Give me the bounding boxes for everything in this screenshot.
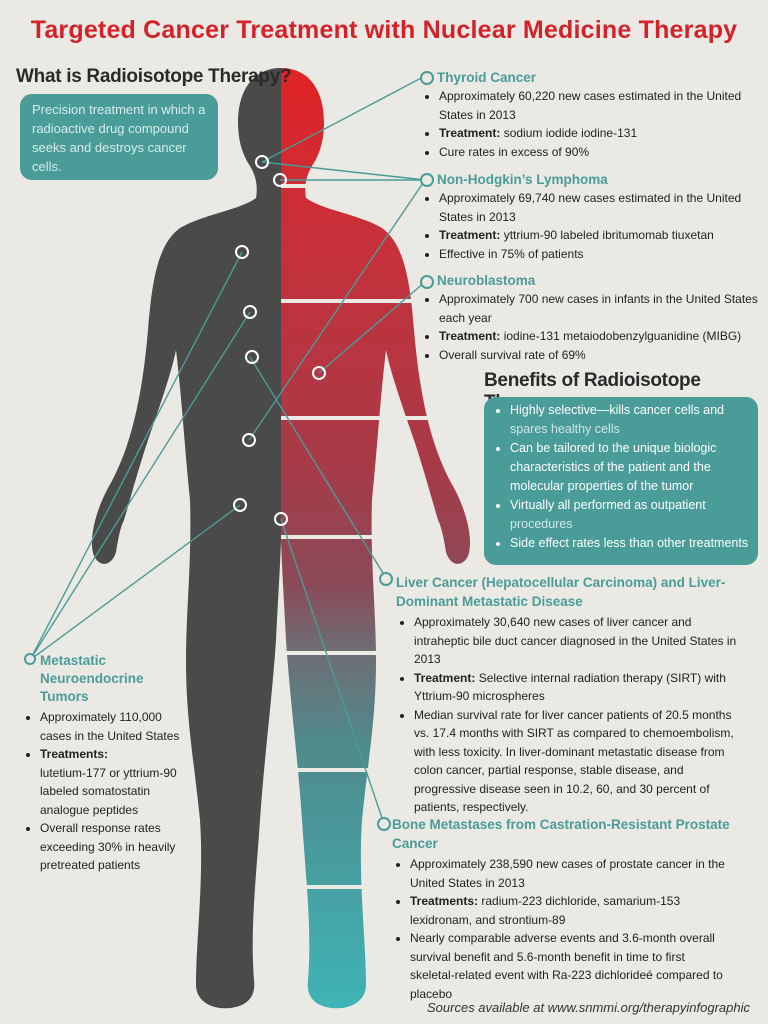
body-marker-rings <box>233 155 326 526</box>
lymphoma-section: Non-Hodgkin’s Lymphoma Approximately 69,… <box>421 172 761 263</box>
benefit-outpatient: Virtually all performed as outpatient pr… <box>510 496 750 534</box>
lymphoma-bullet-effective: Effective in 75% of patients <box>439 245 761 264</box>
thyroid-title: Thyroid Cancer <box>437 70 537 85</box>
benefits-box: Highly selective—kills cancer cells and … <box>484 397 758 565</box>
lymphoma-bullet-treatment: Treatment: yttrium-90 labeled ibritumoma… <box>439 226 761 245</box>
label-marker-rings <box>24 71 434 831</box>
benefit-tailored: Can be tailored to the unique biologic c… <box>510 439 750 496</box>
benefit-side-effects: Side effect rates less than other treatm… <box>510 534 750 553</box>
liver-bullet-treatment: Treatment: Selective internal radiation … <box>414 669 744 706</box>
benefit-selective: Highly selective—kills cancer cells and … <box>510 401 750 439</box>
neuroendocrine-bullet-cases: Approximately 110,000 cases in the Unite… <box>40 708 190 745</box>
bone-bullet-cases: Approximately 238,590 new cases of prost… <box>410 855 732 892</box>
liver-title: Liver Cancer (Hepatocellular Carcinoma) … <box>396 575 726 609</box>
neuroblastoma-bullet-survival: Overall survival rate of 69% <box>439 346 761 365</box>
neuroblastoma-section: Neuroblastoma Approximately 700 new case… <box>421 273 761 364</box>
bone-title: Bone Metastases from Castration-Resistan… <box>392 817 730 851</box>
thyroid-bullet-cure: Cure rates in excess of 90% <box>439 143 761 162</box>
lymphoma-title: Non-Hodgkin’s Lymphoma <box>437 172 608 187</box>
definition-box: Precision treatment in which a radioacti… <box>20 94 218 180</box>
liver-bullet-cases: Approximately 30,640 new cases of liver … <box>414 613 744 669</box>
bone-bullet-treatment: Treatments: radium-223 dichloride, samar… <box>410 892 732 929</box>
thyroid-bullet-treatment: Treatment: sodium iodide iodine-131 <box>439 124 761 143</box>
bone-section: Bone Metastases from Castration-Resistan… <box>392 815 732 1003</box>
bone-bullet-benefit: Nearly comparable adverse events and 3.6… <box>410 929 732 1003</box>
thyroid-section: Thyroid Cancer Approximately 60,220 new … <box>421 70 761 161</box>
neuroblastoma-bullet-cases: Approximately 700 new cases in infants i… <box>439 290 761 327</box>
lymphoma-bullet-cases: Approximately 69,740 new cases estimated… <box>439 189 761 226</box>
liver-bullet-survival: Median survival rate for liver cancer pa… <box>414 706 744 817</box>
connector-lines <box>29 75 426 825</box>
neuroendocrine-bullet-response: Overall response rates exceeding 30% in … <box>40 819 190 875</box>
liver-section: Liver Cancer (Hepatocellular Carcinoma) … <box>396 573 744 817</box>
neuroendocrine-title: Metastatic Neuroendocrine Tumors <box>40 653 144 704</box>
neuroendocrine-bullet-treatment: Treatments:lutetium-177 or yttrium-90 la… <box>40 745 190 819</box>
neuroendocrine-section: Metastatic Neuroendocrine Tumors Approxi… <box>22 652 190 875</box>
thyroid-bullet-cases: Approximately 60,220 new cases estimated… <box>439 87 761 124</box>
what-is-heading: What is Radioisotope Therapy? <box>16 66 292 87</box>
definition-text: Precision treatment in which a radioacti… <box>32 102 206 174</box>
neuroblastoma-bullet-treatment: Treatment: iodine-131 metaiodobenzylguan… <box>439 327 761 346</box>
body-band-lines <box>281 184 430 889</box>
sources-link[interactable]: Sources available at www.snmmi.org/thera… <box>427 1000 750 1015</box>
neuroblastoma-title: Neuroblastoma <box>437 273 536 288</box>
page-title: Targeted Cancer Treatment with Nuclear M… <box>30 16 738 44</box>
